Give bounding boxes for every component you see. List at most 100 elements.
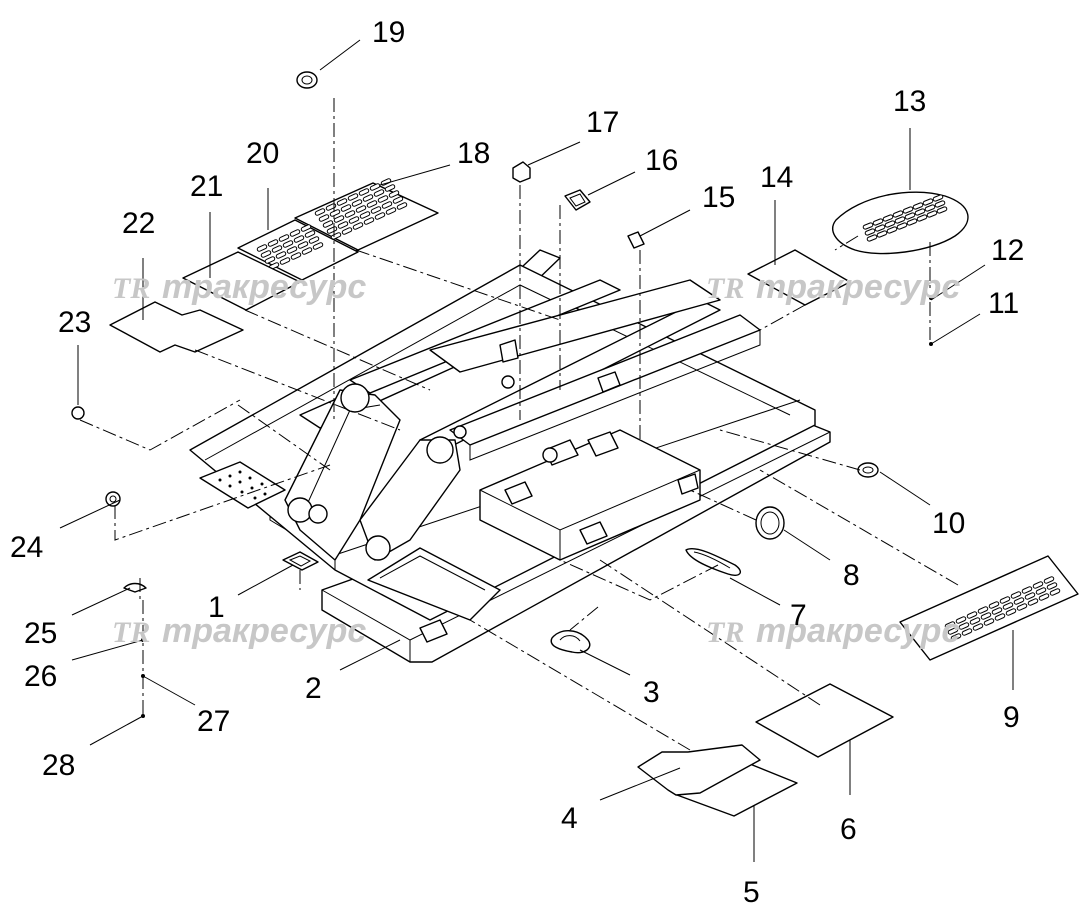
vent-slot xyxy=(374,212,386,220)
vent-slot xyxy=(286,246,298,254)
label-25: 25 xyxy=(24,617,57,650)
label-15: 15 xyxy=(702,181,735,214)
vent-slot xyxy=(972,623,984,631)
watermark-logo: TR xyxy=(706,616,744,649)
vent-slot xyxy=(947,627,959,635)
leader-lines xyxy=(59,39,1014,862)
vent-slot xyxy=(267,239,279,247)
label-17: 17 xyxy=(586,106,619,139)
watermark-text: тракресурс xyxy=(162,612,366,650)
vent-slot xyxy=(384,184,396,192)
watermark-top-right: TR тракресурс xyxy=(706,268,960,306)
watermark-text: тракресурс xyxy=(162,268,366,306)
vent-slot xyxy=(936,206,948,214)
vent-slot xyxy=(359,211,371,219)
watermark-logo: TR xyxy=(112,272,150,305)
vent-slot xyxy=(264,256,276,264)
vent-slot xyxy=(999,596,1011,604)
vent-slot xyxy=(862,222,874,230)
vent-slot xyxy=(926,210,938,218)
vent-slot xyxy=(325,203,337,211)
watermark-logo: TR xyxy=(112,616,150,649)
vent-slot xyxy=(932,194,944,202)
vent-slot xyxy=(385,207,397,215)
vent-slot xyxy=(341,227,353,235)
vent-slot xyxy=(312,242,324,250)
label-13: 13 xyxy=(893,85,926,118)
label-8: 8 xyxy=(843,559,860,592)
vent-slot xyxy=(337,221,349,229)
vent-slot xyxy=(392,196,404,204)
part-7-grommet xyxy=(685,548,742,576)
vent-slot xyxy=(351,199,363,207)
vent-slot xyxy=(381,201,393,209)
label-23: 23 xyxy=(58,306,91,339)
vent-slot xyxy=(912,202,924,210)
label-28: 28 xyxy=(42,749,75,782)
vent-slot xyxy=(864,228,876,236)
label-2: 2 xyxy=(305,672,322,705)
vent-slot xyxy=(352,222,364,230)
vent-slot xyxy=(980,612,992,620)
part-16-grommet xyxy=(564,189,591,211)
vent-slot xyxy=(1038,593,1050,601)
main-frame xyxy=(189,249,831,663)
vent-slot xyxy=(924,204,936,212)
part-15-grommet xyxy=(627,231,645,249)
vent-slot xyxy=(275,251,287,259)
label-26: 26 xyxy=(24,660,57,693)
vent-slot xyxy=(922,198,934,206)
label-3: 3 xyxy=(643,676,660,709)
watermark-bottom-right: TR тракресурс xyxy=(706,612,960,650)
vent-slot xyxy=(866,234,878,242)
part-19-grommet xyxy=(296,71,318,89)
watermark-text: тракресурс xyxy=(756,612,960,650)
vent-slot xyxy=(293,235,305,243)
part-20-cover xyxy=(237,219,359,281)
label-14: 14 xyxy=(760,161,793,194)
vent-slot xyxy=(882,214,894,222)
label-10: 10 xyxy=(932,507,965,540)
vent-slot xyxy=(958,622,970,630)
vent-slot xyxy=(1043,576,1055,584)
vent-slot xyxy=(874,224,886,232)
part-21-cover xyxy=(182,251,301,311)
vent-slot xyxy=(1049,588,1061,596)
vent-slot xyxy=(944,621,956,629)
vent-slot xyxy=(344,210,356,218)
part-4-plate xyxy=(637,744,761,796)
label-5: 5 xyxy=(743,876,760,909)
part-6-plate xyxy=(755,683,894,758)
vent-slot xyxy=(1010,591,1022,599)
vent-slot xyxy=(1024,592,1036,600)
vent-slot xyxy=(369,183,381,191)
vent-slot xyxy=(256,244,268,252)
label-11: 11 xyxy=(988,287,1019,320)
vent-slot xyxy=(884,220,896,228)
vent-slot xyxy=(1005,608,1017,616)
label-27: 27 xyxy=(197,705,230,738)
vent-slot xyxy=(271,245,283,253)
label-22: 22 xyxy=(122,207,155,240)
vent-slot xyxy=(1035,587,1047,595)
vent-slot xyxy=(377,195,389,203)
vent-slot xyxy=(278,234,290,242)
vent-slot xyxy=(892,210,904,218)
vent-slot xyxy=(950,633,962,641)
assembly-lines xyxy=(79,98,959,751)
vent-slot xyxy=(363,217,375,225)
watermark-bottom-left: TR тракресурс xyxy=(112,612,366,650)
part-10-plug xyxy=(857,462,879,478)
vent-slot xyxy=(362,194,374,202)
vent-slot xyxy=(902,206,914,214)
vent-slot xyxy=(301,247,313,255)
vent-slot xyxy=(904,212,916,220)
label-6: 6 xyxy=(840,813,857,846)
label-20: 20 xyxy=(246,137,279,170)
vent-slot xyxy=(370,206,382,214)
vent-slot xyxy=(322,220,334,228)
vent-slot xyxy=(279,257,291,265)
part-22-cover xyxy=(109,301,244,353)
